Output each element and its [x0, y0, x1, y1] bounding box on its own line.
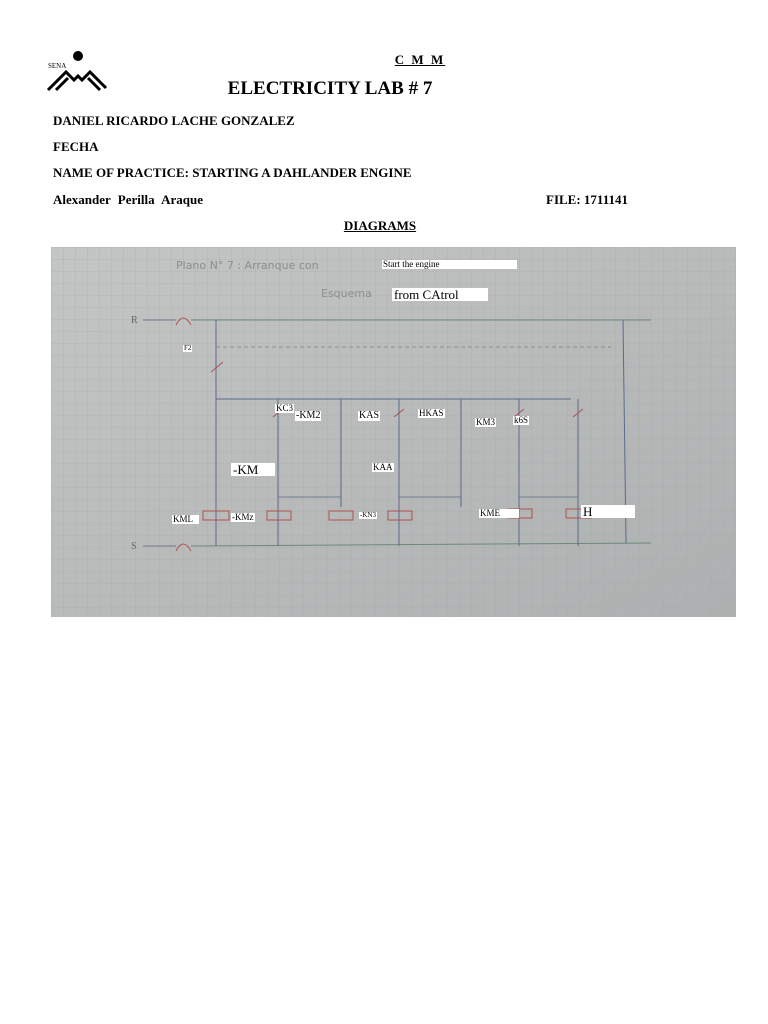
- svg-text:Plano N° 7 : Arranque con: Plano N° 7 : Arranque con: [176, 259, 319, 272]
- svg-text:R: R: [131, 315, 138, 326]
- file-number: FILE: 1711141: [546, 192, 628, 207]
- student-name: DANIEL RICARDO LACHE GONZALEZ: [53, 113, 295, 128]
- instructor-name: Alexander Perilla Araque: [53, 192, 204, 207]
- label-kmz: -KMz: [231, 512, 255, 522]
- organization-heading: C M M: [394, 52, 446, 67]
- label-k6s: k6S: [513, 415, 530, 425]
- diagram-photo: Plano N° 7 : Arranque con Esquema R S: [51, 247, 736, 617]
- label-kn3: -KN3: [359, 511, 377, 519]
- label-kc3: KC3: [275, 403, 295, 413]
- sena-logo: SENA: [44, 50, 108, 94]
- logo-text: SENA: [48, 62, 66, 70]
- diagram-drawing: Plano N° 7 : Arranque con Esquema R S: [51, 247, 736, 617]
- label-h: H: [581, 505, 635, 518]
- label-from-catrol: from CAtrol: [392, 288, 488, 301]
- label-kml: KML: [172, 515, 199, 524]
- date-label: FECHA: [53, 139, 99, 154]
- label-start-the-engine: Start the engine: [382, 260, 517, 269]
- page-title: ELECTRICITY LAB # 7: [227, 78, 433, 99]
- label-kaa: KAA: [372, 462, 394, 472]
- svg-text:Esquema: Esquema: [321, 287, 372, 300]
- label-km: -KM: [231, 463, 275, 476]
- label-hkas: HKAS: [418, 408, 445, 418]
- label-kas: KAS: [358, 410, 381, 421]
- label-f2: F2: [183, 344, 193, 352]
- label-kme: KME: [479, 509, 519, 518]
- section-heading: DIAGRAMS: [343, 218, 417, 233]
- label-km3: KM3: [475, 417, 497, 427]
- svg-text:S: S: [131, 541, 137, 552]
- practice-name: NAME OF PRACTICE: STARTING A DAHLANDER E…: [53, 165, 412, 180]
- label-km2: -KM2: [295, 410, 322, 421]
